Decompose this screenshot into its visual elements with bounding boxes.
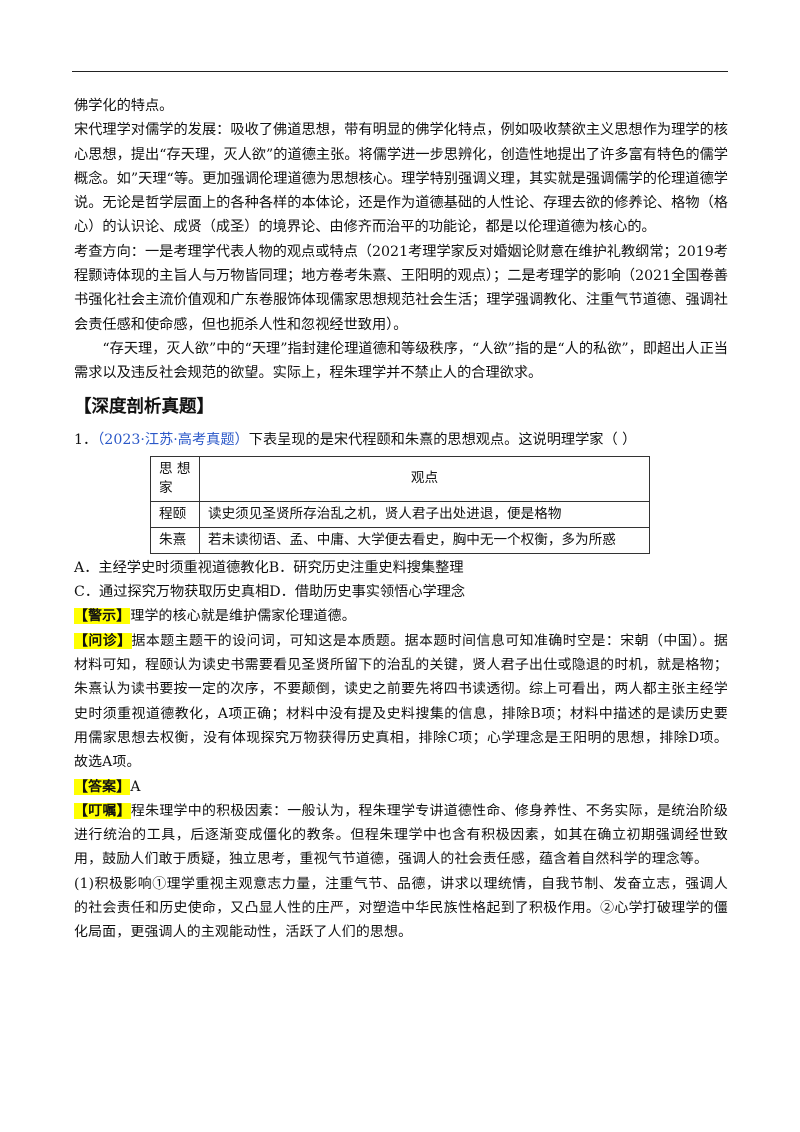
option-row: A．主经学史时须重视道德教化B．研究历史注重史料搜集整理 <box>74 556 728 580</box>
diagnosis-text: 据本题主题干的设问词，可知这是本质题。据本题时间信息可知准确时空是：宋朝（中国）… <box>74 632 728 771</box>
diagnosis-block: 【问诊】据本题主题干的设问词，可知这是本质题。据本题时间信息可知准确时空是：宋朝… <box>74 629 728 775</box>
table-header-cell: 思 想 家 <box>150 455 200 502</box>
reminder-text: 程朱理学中的积极因素：一般认为，程朱理学专讲道德性命、修身养性、不务实际，是统治… <box>74 802 728 868</box>
positive-impact-paragraph: (1)积极影响①理学重视主观意志力量，注重气节、品德，讲求以理统情，自我节制、发… <box>74 875 728 941</box>
table-cell-thinker: 程颐 <box>150 500 200 528</box>
document-body: 佛学化的特点。 宋代理学对儒学的发展：吸收了佛道思想，带有明显的佛学化特点，例如… <box>74 94 728 945</box>
intro-paragraph-1: 宋代理学对儒学的发展：吸收了佛道思想，带有明显的佛学化特点，例如吸收禁欲主义思想… <box>74 122 728 236</box>
question-stem: 1．（2023·江苏·高考真题）下表呈现的是宋代程颐和朱熹的思想观点。这说明理学… <box>74 428 728 452</box>
table-cell-viewpoint: 读史须见圣贤所存治乱之机，贤人君子出处进退，便是格物 <box>199 500 650 528</box>
question-number: 1． <box>74 431 98 448</box>
question-source-link[interactable]: （2023·江苏·高考真题） <box>97 431 249 448</box>
question-text: 下表呈现的是宋代程颐和朱熹的思想观点。这说明理学家（ ） <box>248 431 637 448</box>
answer-text: A <box>130 778 141 795</box>
table-header-row: 思 想 家 观点 <box>150 455 650 502</box>
option-a: A．主经学史时须重视道德教化 <box>74 559 269 576</box>
reminder-tag: 【叮嘱】 <box>74 802 131 819</box>
viewpoint-table: 思 想 家 观点 程颐 读史须见圣贤所存治乱之机，贤人君子出处进退，便是格物 朱… <box>150 455 650 554</box>
warning-block: 【警示】理学的核心就是维护儒家伦理道德。 <box>74 604 728 628</box>
option-row: C．通过探究万物获取历史真相D．借助历史事实领悟心学理念 <box>74 580 728 604</box>
intro-line: 佛学化的特点。 <box>74 98 174 114</box>
table-header-cell: 观点 <box>199 455 650 502</box>
table-cell-viewpoint: 若未读彻语、孟、中庸、大学便去看史，胸中无一个权衡，多为所惑 <box>199 526 650 554</box>
header-rule <box>72 71 728 72</box>
intro-paragraph-2: 考查方向：一是考理学代表人物的观点或特点（2021考理学家反对婚姻论财意在维护礼… <box>74 243 728 333</box>
reminder-block: 【叮嘱】程朱理学中的积极因素：一般认为，程朱理学专讲道德性命、修身养性、不务实际… <box>74 799 728 872</box>
answer-block: 【答案】A <box>74 775 728 799</box>
table-row: 朱熹 若未读彻语、孟、中庸、大学便去看史，胸中无一个权衡，多为所惑 <box>150 526 650 554</box>
intro-paragraph-3: “存天理，灭人欲”中的“天理”指封建伦理道德和等级秩序，“人欲”指的是“人的私欲… <box>74 340 728 382</box>
section-title: 【深度剖析真题】 <box>74 396 214 417</box>
answer-tag: 【答案】 <box>74 778 131 795</box>
table-row: 程颐 读史须见圣贤所存治乱之机，贤人君子出处进退，便是格物 <box>150 500 650 528</box>
option-b: B．研究历史注重史料搜集整理 <box>268 559 464 576</box>
option-c: C．通过探究万物获取历史真相 <box>74 584 270 601</box>
warning-text: 理学的核心就是维护儒家伦理道德。 <box>130 608 356 625</box>
table-cell-thinker: 朱熹 <box>150 526 200 554</box>
diagnosis-tag: 【问诊】 <box>74 632 132 649</box>
option-d: D．借助历史事实领悟心学理念 <box>269 584 466 601</box>
warning-tag: 【警示】 <box>74 608 131 625</box>
